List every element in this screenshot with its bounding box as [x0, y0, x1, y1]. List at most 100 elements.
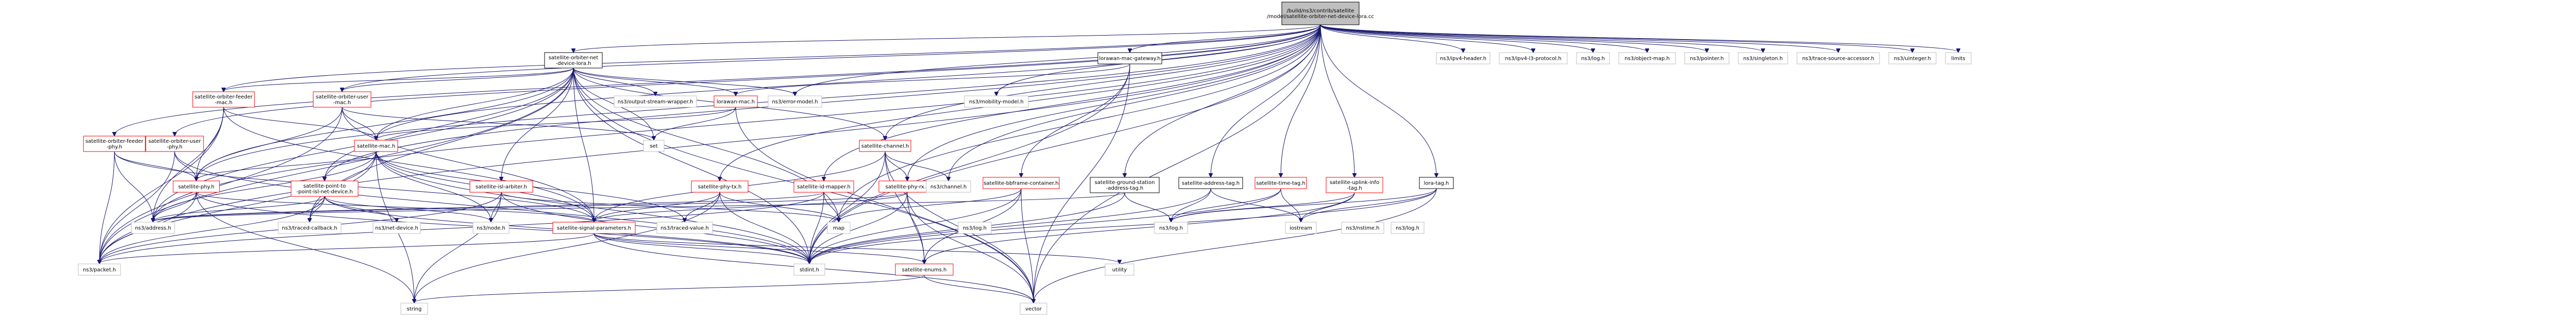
node-lora-tag-h[interactable]: lora-tag.h [1419, 177, 1454, 189]
include-edge [1130, 24, 1321, 52]
node-sat-isl-arbiter-h[interactable]: satellite-isl-arbiter.h [469, 180, 533, 193]
node-label: satellite-id-mapper.h [797, 185, 851, 190]
include-edge [948, 24, 1321, 180]
node-box [1341, 222, 1384, 234]
include-edge [1124, 192, 1171, 222]
node-utility: utility [1105, 263, 1134, 276]
node-string: string [400, 303, 428, 315]
include-edge [342, 107, 376, 140]
node-sat-channel-h[interactable]: satellite-channel.h [859, 140, 911, 152]
include-edge [1033, 188, 1437, 303]
node-label: ns3/channel.h [930, 185, 967, 190]
node-sat-time-tag-h[interactable]: satellite-time-tag.h [1255, 177, 1307, 189]
node-root[interactable]: /build/ns3/contrib/satellite/model/satel… [1267, 2, 1374, 25]
include-edge [1320, 24, 1763, 52]
node-sat-signal-parameters-h[interactable]: satellite-signal-parameters.h [552, 222, 636, 234]
node-set: set [643, 140, 665, 152]
node-box [859, 140, 911, 152]
node-sat-phy-tx-h[interactable]: satellite-phy-tx.h [691, 180, 749, 193]
node-sat-orbiter-feeder-mac-h[interactable]: satellite-orbiter-feeder-mac.h [192, 91, 255, 108]
node-lorawan-mac-gateway-h[interactable]: lorawan-mac-gateway.h [1097, 52, 1162, 64]
include-edge [654, 107, 736, 140]
node-sat-mac-h[interactable]: satellite-mac.h [354, 140, 398, 152]
node-label: ns3/log.h [1159, 226, 1183, 231]
node-sat-enums-h[interactable]: satellite-enums.h [895, 263, 954, 276]
node-label: satellite-phy.h [178, 185, 214, 190]
node-sat-point-to-point-isl-h[interactable]: satellite-point-to-point-isl-net-device.… [291, 180, 359, 197]
node-label: -tag.h [1347, 186, 1362, 191]
node-orbiter-net-device-lora-h[interactable]: satellite-orbiter-net-device-lora.h [544, 52, 603, 69]
include-edge [1171, 188, 1281, 222]
include-edge [839, 188, 1022, 222]
node-label: satellite-channel.h [861, 144, 909, 149]
node-label: ns3/log.h [1396, 226, 1419, 231]
node-box [372, 222, 421, 234]
node-label: ns3/error-model.h [772, 99, 818, 105]
node-box [1436, 52, 1490, 64]
node-box [131, 222, 175, 234]
include-edge [809, 188, 1281, 263]
include-edge [594, 233, 1120, 263]
node-ns3-log-h3: ns3/log.h [1391, 222, 1425, 234]
node-sat-id-mapper-h[interactable]: satellite-id-mapper.h [793, 180, 854, 193]
include-edge [573, 68, 594, 222]
node-sat-address-tag-h[interactable]: satellite-address-tag.h [1178, 177, 1243, 189]
node-box [1097, 52, 1162, 64]
include-edge [809, 188, 1437, 263]
node-label: -point-isl-net-device.h [296, 189, 352, 195]
include-edge [924, 275, 1033, 303]
node-label: -phy.h [107, 144, 122, 150]
node-ns3-singleton-h: ns3/singleton.h [1738, 52, 1788, 64]
node-label: ns3/singleton.h [1743, 56, 1783, 62]
node-label: utility [1112, 268, 1127, 273]
node-sat-orbiter-user-phy-h[interactable]: satellite-orbiter-user-phy.h [145, 136, 204, 152]
node-label: lorawan-mac-gateway.h [1099, 56, 1160, 62]
node-sat-orbiter-feeder-phy-h[interactable]: satellite-orbiter-feeder-phy.h [83, 136, 146, 152]
include-edge [719, 192, 809, 263]
node-box [469, 180, 533, 193]
node-label: ns3/nstime.h [1346, 226, 1380, 231]
include-edge [594, 192, 908, 222]
node-label: ns3/packet.h [83, 268, 116, 273]
include-edge [1033, 63, 1130, 303]
node-box [691, 180, 749, 193]
node-lorawan-mac-h[interactable]: lorawan-mac.h [714, 95, 758, 108]
include-edge [1021, 188, 1033, 303]
node-box [552, 222, 636, 234]
include-edge [223, 107, 376, 140]
node-ns3-ipv4-header-h: ns3/ipv4-header.h [1436, 52, 1490, 64]
node-label: map [833, 226, 844, 231]
node-label: -address-tag.h [1106, 186, 1143, 191]
include-edge [99, 151, 115, 263]
node-sat-ground-station-address-tag-h[interactable]: satellite-ground-station-address-tag.h [1090, 177, 1160, 193]
node-box [1154, 222, 1188, 234]
node-box [1618, 52, 1676, 64]
include-edge [325, 24, 1321, 180]
node-box [1105, 263, 1134, 276]
include-edge [153, 192, 1125, 222]
node-sat-phy-h[interactable]: satellite-phy.h [173, 180, 220, 193]
node-label: ns3/ipv4-header.h [1440, 56, 1486, 62]
node-sat-orbiter-user-mac-h[interactable]: satellite-orbiter-user-mac.h [313, 91, 371, 108]
include-edge [735, 107, 1033, 303]
node-label: ns3/traced-value.h [660, 226, 709, 231]
include-edge [907, 192, 924, 263]
node-box [656, 222, 713, 234]
node-sat-bbframe-container-h[interactable]: satellite-bbframe-container.h [982, 177, 1060, 189]
node-sat-uplink-info-tag-h[interactable]: satellite-uplink-info-tag.h [1326, 177, 1383, 193]
include-edge [1320, 24, 1463, 52]
include-edge [342, 68, 574, 91]
include-edge [342, 24, 1321, 91]
node-label: /model/satellite-orbiter-net-device-lora… [1267, 14, 1374, 20]
node-ns3-bison-model-h: ns3/error-model.h [768, 95, 822, 108]
node-box [793, 180, 854, 193]
node-box [1285, 222, 1317, 234]
node-box [614, 95, 697, 108]
node-label: ns3/mobility-model.h [969, 99, 1024, 105]
include-edge [1171, 188, 1437, 222]
node-box [827, 222, 851, 234]
node-label: lora-tag.h [1424, 181, 1449, 187]
node-box [1945, 52, 1972, 64]
node-ns3-channel-h: ns3/channel.h [926, 180, 971, 193]
node-label: stdint.h [800, 268, 819, 273]
